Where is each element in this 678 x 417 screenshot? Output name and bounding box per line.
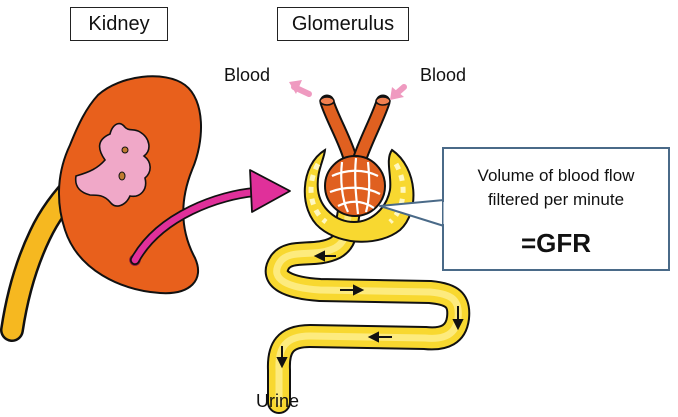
callout-line-1: Volume of blood flow [477, 166, 635, 185]
flow-arrows [276, 250, 464, 369]
blood-in-label: Blood [420, 65, 467, 85]
kidney-calyx-dot [118, 171, 126, 181]
gfr-callout: Volume of blood flow filtered per minute… [443, 148, 669, 270]
blood-in-arrow [390, 84, 407, 100]
renal-tubule [264, 196, 471, 414]
kidney-label: Kidney [70, 7, 168, 41]
urine-label: Urine [256, 391, 300, 411]
callout-line-2: filtered per minute [487, 190, 625, 209]
zoom-arrow [130, 169, 291, 265]
blood-out-label: Blood [224, 65, 271, 85]
glomerulus-tuft [324, 155, 386, 217]
kidney-illustration [57, 75, 202, 295]
gfr-callout-shape [379, 147, 670, 271]
blood-out-arrow [289, 80, 312, 97]
blood-vessels [319, 94, 391, 166]
gfr-value: =GFR [520, 228, 592, 258]
bowmans-capsule [303, 148, 415, 243]
kidney-pelvis [74, 122, 151, 207]
kidney-calyx-dot [121, 146, 129, 154]
glomerulus-label: Glomerulus [277, 7, 409, 41]
